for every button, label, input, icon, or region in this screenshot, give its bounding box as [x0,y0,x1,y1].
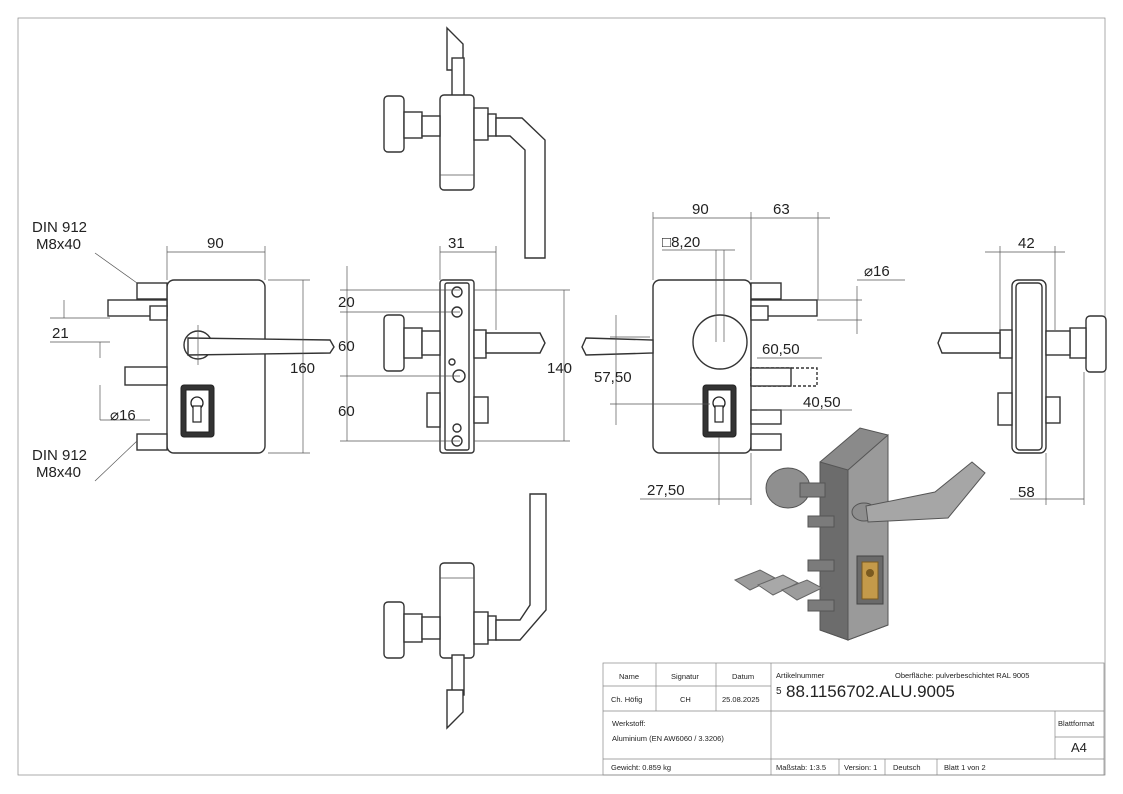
dim-rear-diameter: ⌀16 [864,263,890,280]
tb-article-prefix: 5 [776,686,782,697]
dim-rear-60: 60,50 [762,341,800,358]
tb-sheet: Blatt 1 von 2 [944,763,986,772]
side-view [383,279,546,454]
tb-col-name: Name [619,672,639,681]
tb-format: A4 [1071,740,1087,755]
dim-front-diameter: ⌀16 [110,407,136,424]
dim-rear-40: 40,50 [803,394,841,411]
front-view [107,279,335,454]
top-view [383,26,546,259]
tb-language: Deutsch [893,763,921,772]
right-view [937,279,1107,454]
screw-bottom-line2: M8x40 [36,464,81,481]
right-view-dimensions: 42 58 [985,235,1085,505]
tb-article-label: Artikelnummer [776,671,825,680]
dim-front-offset: 21 [52,325,69,342]
tb-material-label: Werkstoff: [612,719,645,728]
dim-rear-57: 57,50 [594,369,632,386]
dim-side-height: 140 [547,360,572,377]
dim-side-thickness: 31 [448,235,465,252]
tb-format-label: Blattformat [1058,719,1095,728]
rear-view-dimensions: 90 63 □8,20 ⌀16 57,50 60,50 40,50 27,50 [594,201,905,505]
dim-front-width: 90 [207,235,224,252]
screw-top-line1: DIN 912 [32,219,87,236]
tb-version: Version: 1 [844,763,877,772]
dim-rear-width: 90 [692,201,709,218]
sheet-border [17,17,1106,776]
screw-top-line2: M8x40 [36,236,81,253]
dim-rear-square: □8,20 [662,234,700,251]
tb-material: Aluminium (EN AW6060 / 3.3206) [612,734,724,743]
tb-signature: CH [680,695,691,704]
tb-name: Ch. Höfig [611,695,642,704]
tb-scale: Maßstab: 1:3.5 [776,763,826,772]
tb-col-date: Datum [732,672,754,681]
tb-weight: Gewicht: 0.859 kg [611,763,671,772]
dim-side-60b: 60 [338,403,355,420]
tb-article-number: 88.1156702.ALU.9005 [786,682,955,701]
dim-side-20: 20 [338,294,355,311]
tb-col-signature: Signatur [671,672,699,681]
dim-front-height: 160 [290,360,315,377]
bottom-view [383,493,547,730]
tb-date: 25.08.2025 [722,695,760,704]
dim-side-60a: 60 [338,338,355,355]
dim-right-42: 42 [1018,235,1035,252]
title-block: Name Signatur Datum Ch. Höfig CH 25.08.2… [602,662,1105,776]
rear-view [581,279,818,454]
front-view-dimensions: 90 160 21 ⌀16 DIN 912 M8x40 DIN 912 M8x4… [32,219,315,482]
dim-rear-63: 63 [773,201,790,218]
dim-right-58: 58 [1018,484,1035,501]
side-view-dimensions: 31 20 60 60 140 [338,235,572,442]
screw-bottom-line1: DIN 912 [32,447,87,464]
isometric-render [733,427,986,641]
tb-surface: Oberfläche: pulverbeschichtet RAL 9005 [895,671,1029,680]
dim-rear-27: 27,50 [647,482,685,499]
